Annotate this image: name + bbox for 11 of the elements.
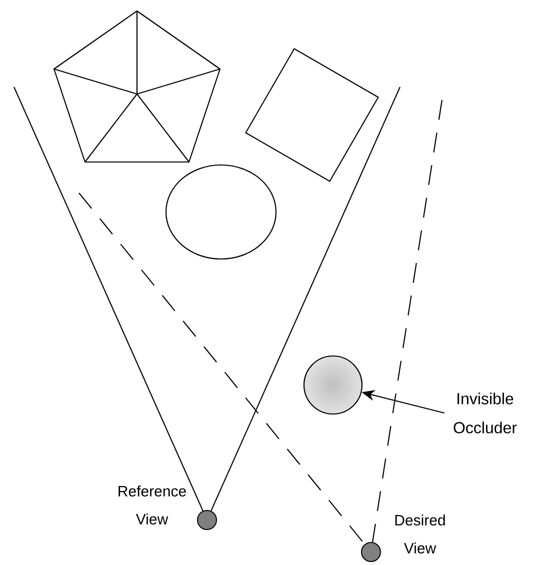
view-label: Reference View (118, 486, 186, 524)
view-frustum-line (210, 86, 400, 512)
view-label: Desired View (395, 514, 445, 554)
view-frustum-line (372, 100, 443, 542)
pentagon-drawing (53, 10, 221, 163)
viewpoint-dot (197, 510, 217, 530)
viewpoint-dot (361, 542, 381, 562)
view-frustum-line (14, 86, 204, 512)
occluder-sphere (303, 355, 363, 415)
ellipse-shape (165, 164, 277, 260)
label-text: Invisible Occluder (454, 392, 517, 434)
